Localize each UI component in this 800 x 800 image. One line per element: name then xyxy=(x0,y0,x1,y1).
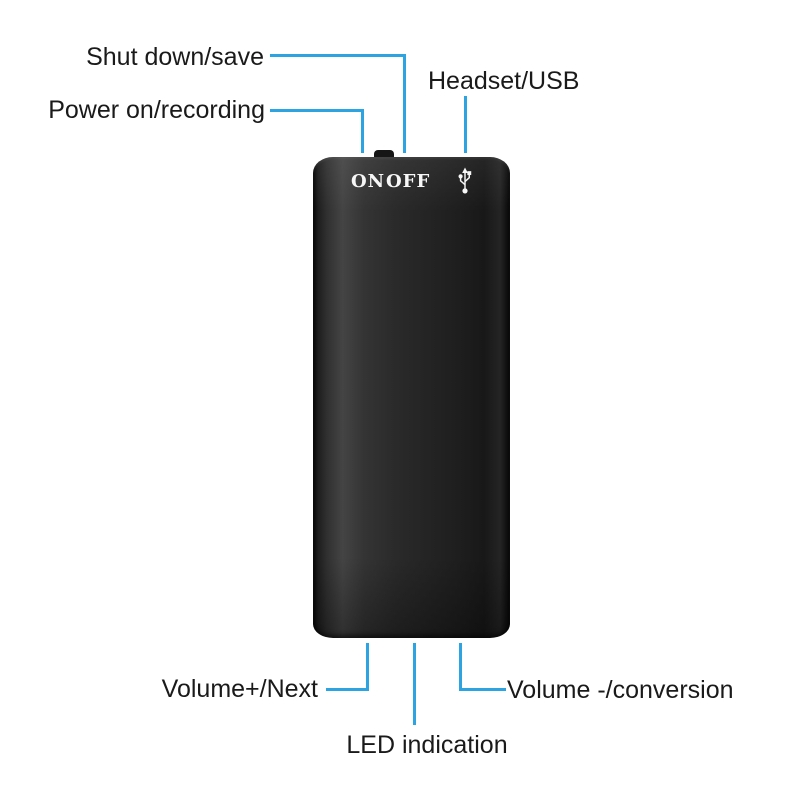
label-volume-plus-next: Volume+/Next xyxy=(161,675,318,703)
label-power-on-recording: Power on/recording xyxy=(48,96,265,124)
label-volume-minus-conversion: Volume -/conversion xyxy=(507,676,734,704)
usb-trident-icon xyxy=(458,167,472,194)
label-shut-down-save: Shut down/save xyxy=(86,43,264,71)
callout-line-power-vertical xyxy=(361,109,364,153)
callout-line-volume-minus-horizontal xyxy=(459,688,506,691)
callout-line-shut-down-vertical xyxy=(403,54,406,153)
label-led-indication: LED indication xyxy=(346,731,508,759)
device-marking-on: ON xyxy=(351,171,386,192)
callout-line-volume-plus-horizontal xyxy=(326,688,369,691)
callout-line-volume-plus-vertical xyxy=(366,643,369,691)
label-headset-usb: Headset/USB xyxy=(428,67,580,95)
callout-line-shut-down-horizontal xyxy=(270,54,406,57)
callout-line-headset-vertical xyxy=(464,96,467,153)
recorder-device-body: ON OFF xyxy=(313,157,510,638)
callout-line-power-horizontal xyxy=(270,109,364,112)
callout-line-led-vertical xyxy=(413,643,416,725)
device-marking-off: OFF xyxy=(386,171,431,192)
callout-line-volume-minus-vertical xyxy=(459,643,462,691)
